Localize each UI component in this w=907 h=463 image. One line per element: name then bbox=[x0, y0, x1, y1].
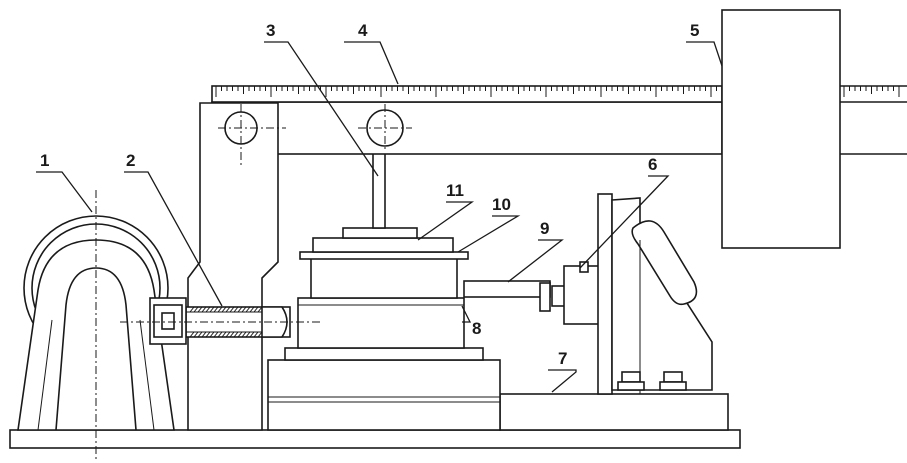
hatch-line bbox=[209, 306, 215, 313]
right-base-block bbox=[499, 393, 729, 431]
leader-lines bbox=[36, 41, 723, 393]
bracket-plate bbox=[597, 193, 613, 395]
main-beam bbox=[211, 101, 723, 155]
ruler-ticks bbox=[215, 86, 900, 97]
hatch-line bbox=[197, 306, 203, 313]
label-5: 5 bbox=[690, 21, 699, 40]
arm-9 bbox=[463, 280, 551, 298]
hatch-line bbox=[209, 331, 215, 338]
hatch-line bbox=[241, 331, 247, 338]
rod-3 bbox=[372, 149, 386, 229]
hatch-line bbox=[225, 331, 231, 338]
hatch-line bbox=[237, 306, 243, 313]
hatch-line bbox=[221, 331, 227, 338]
label-6: 6 bbox=[648, 155, 657, 174]
hatch-line bbox=[193, 331, 199, 338]
label-8: 8 bbox=[472, 319, 481, 338]
block-11 bbox=[312, 237, 454, 253]
hatch-line bbox=[205, 306, 211, 313]
block-8 bbox=[297, 297, 465, 349]
bracket-slot bbox=[611, 197, 713, 391]
lower-block bbox=[267, 359, 501, 431]
hatch-line bbox=[229, 331, 235, 338]
label-10: 10 bbox=[492, 195, 511, 214]
block-11-top bbox=[342, 227, 418, 239]
hatch-line bbox=[217, 306, 223, 313]
block-10 bbox=[310, 257, 458, 299]
hatch-line bbox=[205, 331, 211, 338]
label-7: 7 bbox=[558, 349, 567, 368]
labels: 1 2 3 4 5 6 7 8 9 10 11 bbox=[40, 21, 699, 368]
support-column bbox=[187, 102, 279, 431]
label-3: 3 bbox=[266, 21, 275, 40]
hatch-line bbox=[249, 306, 255, 313]
label-4: 4 bbox=[358, 21, 368, 40]
counterweight-5 bbox=[721, 9, 841, 249]
hatch-line bbox=[249, 331, 255, 338]
hatch-line bbox=[253, 306, 259, 313]
hatch-line bbox=[189, 306, 195, 313]
label-1: 1 bbox=[40, 151, 49, 170]
hatch-line bbox=[241, 306, 247, 313]
hatch-line bbox=[245, 331, 251, 338]
label-9: 9 bbox=[540, 219, 549, 238]
hatch-line bbox=[217, 331, 223, 338]
hatch-line bbox=[201, 306, 207, 313]
hatch-line bbox=[253, 331, 259, 338]
screw-2-tip bbox=[261, 306, 288, 338]
bolt-left bbox=[617, 371, 645, 391]
hatch-line bbox=[245, 306, 251, 313]
block-10-rim bbox=[299, 251, 469, 260]
hatch-line bbox=[233, 306, 239, 313]
hatch-line bbox=[213, 331, 219, 338]
hatch-line bbox=[237, 331, 243, 338]
hatch-line bbox=[233, 331, 239, 338]
hatch-line bbox=[225, 306, 231, 313]
bolt-right bbox=[659, 371, 687, 391]
hatch-line bbox=[189, 331, 195, 338]
hatch-line bbox=[193, 306, 199, 313]
hatch-line bbox=[221, 306, 227, 313]
hatch-line bbox=[229, 306, 235, 313]
label-11: 11 bbox=[446, 181, 464, 200]
hatch-line bbox=[201, 331, 207, 338]
hatch-line bbox=[213, 306, 219, 313]
hatch-line bbox=[197, 331, 203, 338]
slot bbox=[631, 220, 698, 306]
label-2: 2 bbox=[126, 151, 135, 170]
lower-block-lip bbox=[284, 347, 484, 361]
gauge-6-body bbox=[563, 265, 603, 325]
base-plate bbox=[9, 429, 741, 449]
